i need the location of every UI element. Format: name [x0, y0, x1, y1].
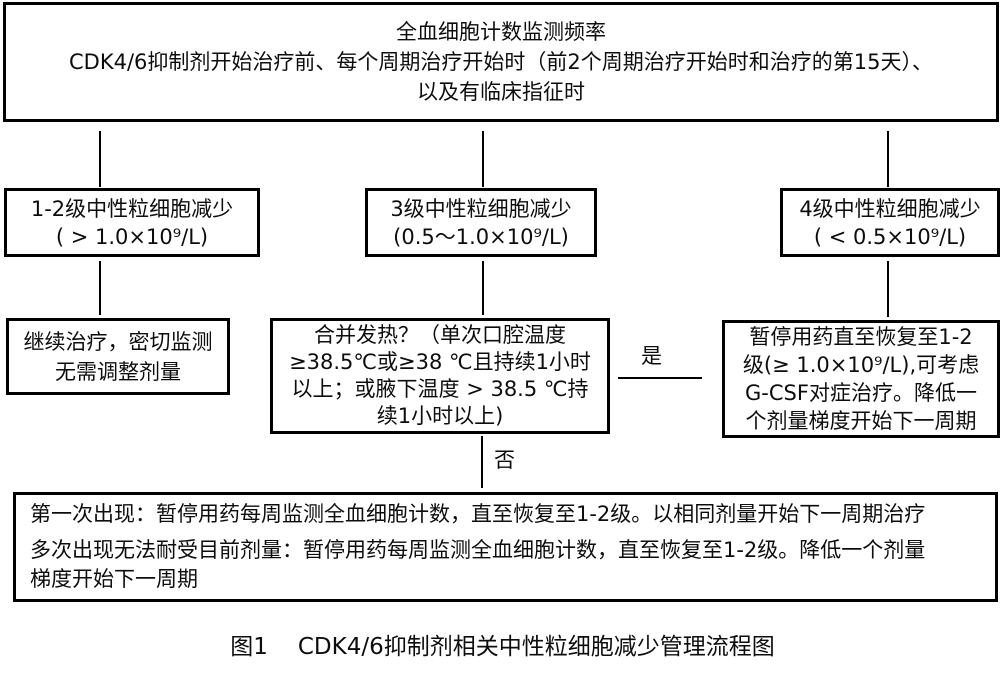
- figure-caption-title: CDK4/6抑制剂相关中性粒细胞减少管理流程图: [297, 634, 775, 660]
- fever-line-4: 续1小时以上): [376, 404, 504, 428]
- grade12-line-1: 1-2级中性粒细胞减少: [30, 196, 234, 221]
- hold-line-4: 个剂量梯度开始下一周期: [745, 409, 977, 433]
- node-continue-treatment: 继续治疗，密切监测 无需调整剂量: [6, 318, 230, 395]
- grade3-line-1: 3级中性粒细胞减少: [390, 196, 572, 221]
- connector-grade3-to-fever: [482, 261, 484, 315]
- recurrence-repeat-occurrence: 多次出现无法耐受目前剂量：暂停用药每周监测全血细胞计数，直至恢复至1-2级。降低…: [30, 536, 925, 594]
- recurrence-repeat-line-1: 多次出现无法耐受目前剂量：暂停用药每周监测全血细胞计数，直至恢复至1-2级。降低…: [30, 538, 926, 562]
- edge-label-yes: 是: [641, 344, 662, 368]
- monitoring-line-2: CDK4/6抑制剂开始治疗前、每个周期治疗开始时（前2个周期治疗开始时和治疗的第…: [69, 50, 933, 74]
- connector-fever-no-to-recurrence: [481, 436, 483, 488]
- recurrence-repeat-line-2: 梯度开始下一周期: [30, 567, 198, 591]
- continue-line-1: 继续治疗，密切监测: [23, 329, 213, 354]
- connector-fever-yes-to-hold: [618, 377, 702, 379]
- node-grade-3-neutropenia: 3级中性粒细胞减少 (0.5～1.0×10⁹/L): [365, 188, 597, 257]
- fever-line-1: 合并发热？（单次口腔温度: [314, 323, 566, 347]
- monitoring-line-1: 全血细胞计数监测频率: [396, 20, 606, 44]
- hold-line-3: G-CSF对症治疗。降低一: [745, 381, 977, 405]
- fever-line-3: 以上；或腋下温度 > 38.5 ℃持: [291, 377, 589, 401]
- figure-caption-label: 图1: [230, 634, 268, 660]
- node-fever-question: 合并发热？（单次口腔温度 ≥38.5℃或≥38 ℃且持续1小时 以上；或腋下温度…: [270, 318, 610, 434]
- connector-grade4-to-hold: [887, 261, 889, 317]
- node-hold-drug: 暂停用药直至恢复至1-2 级(≥ 1.0×10⁹/L),可考虑 G-CSF对症治…: [722, 320, 1000, 438]
- connector-monitoring-to-grade3: [482, 131, 484, 187]
- figure-caption: 图1 CDK4/6抑制剂相关中性粒细胞减少管理流程图: [0, 627, 1005, 661]
- node-grade-1-2-neutropenia: 1-2级中性粒细胞减少 ( > 1.0×10⁹/L): [4, 188, 260, 257]
- continue-line-2: 无需调整剂量: [55, 359, 181, 384]
- grade4-line-2: ( < 0.5×10⁹/L): [813, 224, 967, 249]
- node-grade-4-neutropenia: 4级中性粒细胞减少 ( < 0.5×10⁹/L): [780, 188, 1000, 257]
- connector-grade12-to-continue: [99, 261, 101, 315]
- grade4-line-1: 4级中性粒细胞减少: [799, 196, 981, 221]
- connector-monitoring-to-grade4: [887, 131, 889, 187]
- hold-line-1: 暂停用药直至恢复至1-2: [749, 325, 973, 349]
- connector-monitoring-to-grade12: [99, 131, 101, 187]
- node-monitoring-frequency: 全血细胞计数监测频率 CDK4/6抑制剂开始治疗前、每个周期治疗开始时（前2个周…: [3, 2, 999, 122]
- edge-label-no: 否: [494, 448, 515, 472]
- monitoring-line-3: 以及有临床指征时: [417, 80, 585, 104]
- grade3-line-2: (0.5～1.0×10⁹/L): [393, 224, 569, 249]
- hold-line-2: 级(≥ 1.0×10⁹/L),可考虑: [742, 353, 980, 377]
- recurrence-first-occurrence: 第一次出现：暂停用药每周监测全血细胞计数，直至恢复至1-2级。以相同剂量开始下一…: [30, 502, 926, 526]
- node-recurrence-management: 第一次出现：暂停用药每周监测全血细胞计数，直至恢复至1-2级。以相同剂量开始下一…: [13, 492, 998, 602]
- grade12-line-2: ( > 1.0×10⁹/L): [55, 224, 209, 249]
- fever-line-2: ≥38.5℃或≥38 ℃且持续1小时: [289, 350, 591, 374]
